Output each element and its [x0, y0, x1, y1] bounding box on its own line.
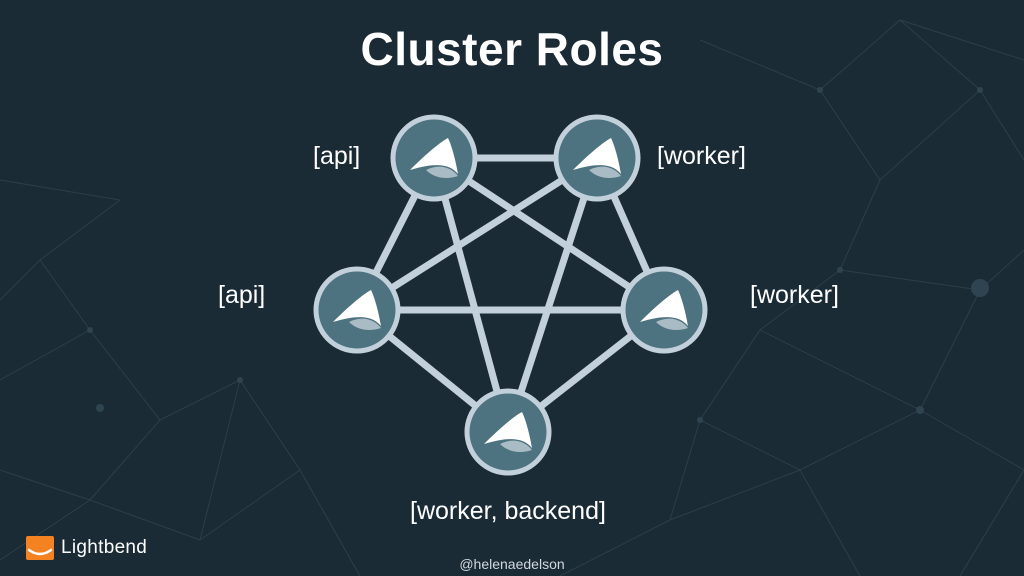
node-bottom	[464, 388, 552, 476]
akka-logo-icon	[573, 138, 621, 178]
cluster-nodes	[313, 114, 708, 476]
role-label-top-right: [worker]	[657, 142, 746, 170]
role-label-mid-left: [api]	[218, 281, 266, 309]
brand-name: Lightbend	[61, 537, 148, 558]
role-label-top-left: [api]	[313, 142, 361, 170]
edge-top-left-bottom	[430, 157, 512, 433]
akka-logo-icon	[640, 290, 688, 330]
role-label-bottom: [worker, backend]	[410, 497, 606, 525]
slide-title: Cluster Roles	[360, 23, 664, 75]
akka-logo-icon	[333, 290, 381, 330]
author-handle: @helenaedelson	[459, 556, 565, 572]
node-mid-left	[313, 266, 401, 354]
akka-logo-icon	[410, 138, 458, 178]
edge-top-right-mid-left	[355, 155, 599, 313]
lightbend-logo-icon	[26, 536, 54, 560]
edge-top-left-mid-right	[432, 155, 666, 313]
lightbend-logo: Lightbend	[26, 536, 147, 560]
node-top-right	[553, 114, 641, 202]
edge-top-right-bottom	[504, 156, 601, 434]
role-label-mid-right: [worker]	[750, 281, 839, 309]
node-top-left	[390, 114, 478, 202]
node-mid-right	[620, 266, 708, 354]
akka-logo-icon	[484, 412, 532, 452]
